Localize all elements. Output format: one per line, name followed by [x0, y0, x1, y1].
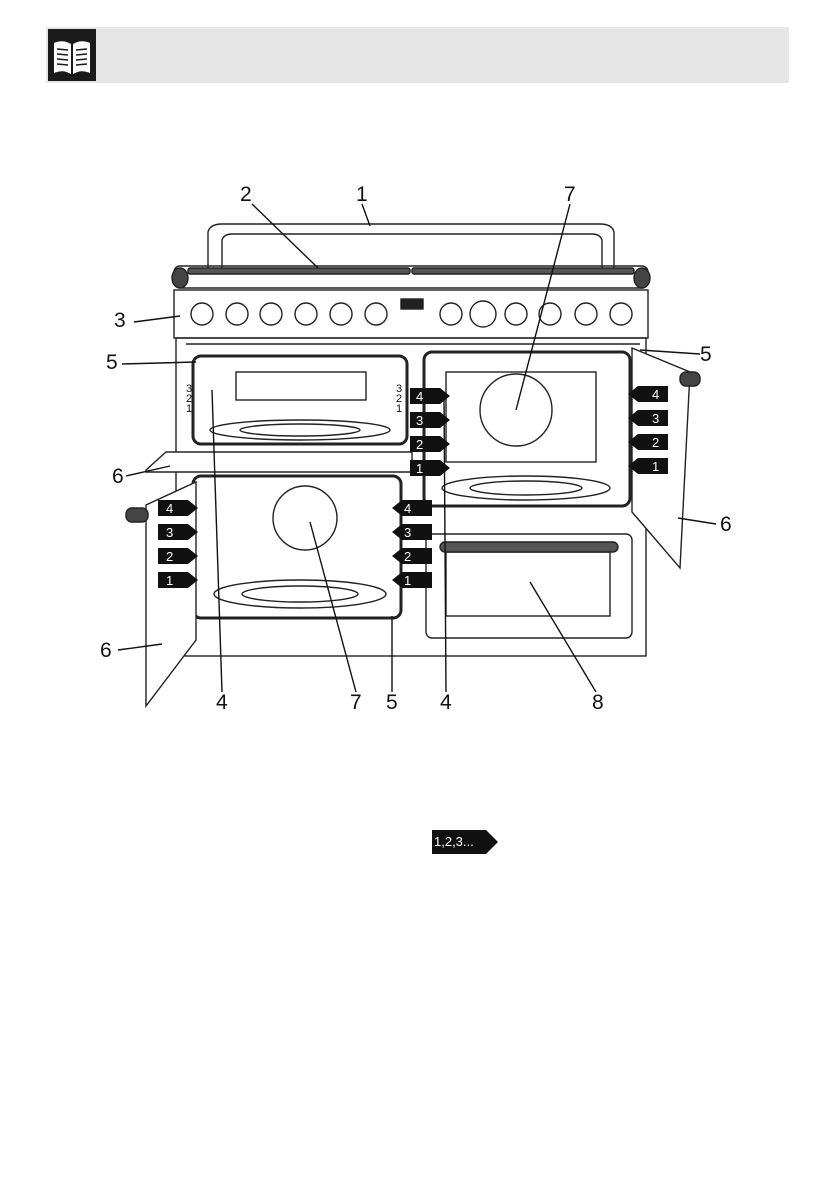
rack-badge-1-3: 1: [404, 573, 411, 588]
callout-7-top: 7: [564, 183, 576, 206]
callout-6-left: 6: [100, 639, 112, 662]
rack-badge-0-1: 3: [166, 525, 173, 540]
top-rack-label-396-0: 3: [396, 383, 402, 395]
top-rack-label-186-2: 1: [186, 403, 192, 415]
callout-6-right: 6: [720, 513, 732, 536]
rack-badge-3-0: 4: [652, 387, 659, 402]
rack-numbering-badge: 1,2,3...: [432, 830, 498, 854]
rack-badge-1-0: 4: [404, 501, 411, 516]
callout-4-left: 4: [216, 691, 228, 714]
callout-6-shelf: 6: [112, 465, 124, 488]
rack-badge-2-2: 2: [416, 437, 423, 452]
rack-badge-0-0: 4: [166, 501, 173, 516]
callout-5-bottom: 5: [386, 691, 398, 714]
rack-badge-1-2: 2: [404, 549, 411, 564]
header-bar: [46, 27, 789, 83]
top-rack-label-396-1: 2: [396, 393, 402, 405]
open-book-icon: [48, 29, 96, 81]
rack-badge-2-0: 4: [416, 389, 423, 404]
callout-5-right: 5: [700, 343, 712, 366]
rack-badge-3-1: 3: [652, 411, 659, 426]
callout-8: 8: [592, 691, 604, 714]
callout-4-right: 4: [440, 691, 452, 714]
top-rack-label-396-2: 1: [396, 403, 402, 415]
callout-1: 1: [356, 183, 368, 206]
callout-3: 3: [114, 309, 126, 332]
rack-badge-0-2: 2: [166, 549, 173, 564]
rack-badge-3-3: 1: [652, 459, 659, 474]
rack-badge-2-3: 1: [416, 461, 423, 476]
callout-7-bottom: 7: [350, 691, 362, 714]
rack-badge-0-3: 1: [166, 573, 173, 588]
callout-5-left: 5: [106, 351, 118, 374]
callout-2: 2: [240, 183, 252, 206]
rack-badge-2-1: 3: [416, 413, 423, 428]
rack-badge-3-2: 2: [652, 435, 659, 450]
rack-badge-1-1: 3: [404, 525, 411, 540]
rack-numbering-label: 1,2,3...: [434, 834, 474, 849]
top-rack-label-186-1: 2: [186, 393, 192, 405]
top-rack-label-186-0: 3: [186, 383, 192, 395]
